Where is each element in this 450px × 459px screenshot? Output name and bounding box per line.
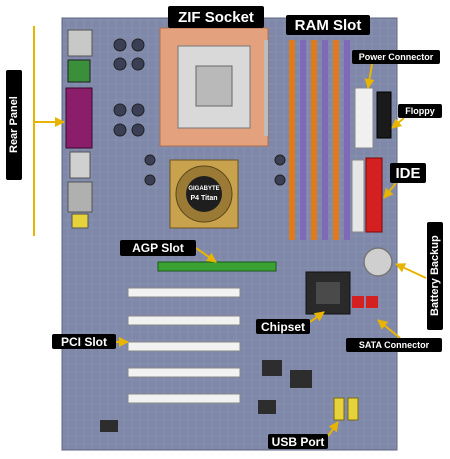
- arrow-floppy: [391, 117, 405, 129]
- floppy-connector-graphic: [376, 91, 392, 139]
- usb-headers: [333, 397, 359, 421]
- label-chipset: Chipset: [256, 319, 310, 334]
- rear-panel-connectors: [65, 29, 93, 229]
- label-ide: IDE: [390, 163, 426, 183]
- arrow-ide: [383, 182, 397, 199]
- label-agp-slot: AGP Slot: [120, 240, 196, 256]
- label-usb-port: USB Port: [268, 434, 328, 449]
- ram-slots: [289, 40, 350, 240]
- label-ram-slot: RAM Slot: [286, 15, 370, 35]
- sata-connectors: [352, 296, 378, 308]
- zif-socket-graphic: [159, 27, 269, 147]
- cooler-brand: GIGABYTE: [188, 186, 219, 192]
- arrow-sata: [377, 319, 401, 339]
- cmos-battery: [363, 247, 393, 277]
- arrow-power: [364, 63, 375, 89]
- power-connector-graphic: [354, 87, 374, 149]
- label-battery-backup: Battery Backup: [427, 222, 443, 330]
- pci-slots: [127, 287, 241, 404]
- arrow-chipset: [309, 311, 325, 323]
- misc-chips: [100, 360, 312, 432]
- chipset-graphic: [305, 271, 351, 315]
- label-zif-socket: ZIF Socket: [168, 6, 264, 28]
- ide-connectors: [351, 157, 383, 233]
- arrow-usb: [327, 421, 339, 437]
- label-power-connector: Power Connector: [352, 50, 440, 64]
- arrow-agp: [195, 247, 217, 263]
- label-pci-slot: PCI Slot: [52, 334, 116, 349]
- label-sata-connector: SATA Connector: [346, 338, 442, 352]
- capacitors: [113, 38, 286, 186]
- label-floppy: Floppy: [398, 104, 442, 118]
- label-rear-panel: Rear Panel: [6, 70, 22, 180]
- chipset-cooler: GIGABYTE P4 Titan: [169, 159, 239, 229]
- arrow-battery: [395, 263, 427, 279]
- agp-slot-graphic: [157, 261, 277, 272]
- cooler-model: P4 Titan: [190, 195, 217, 202]
